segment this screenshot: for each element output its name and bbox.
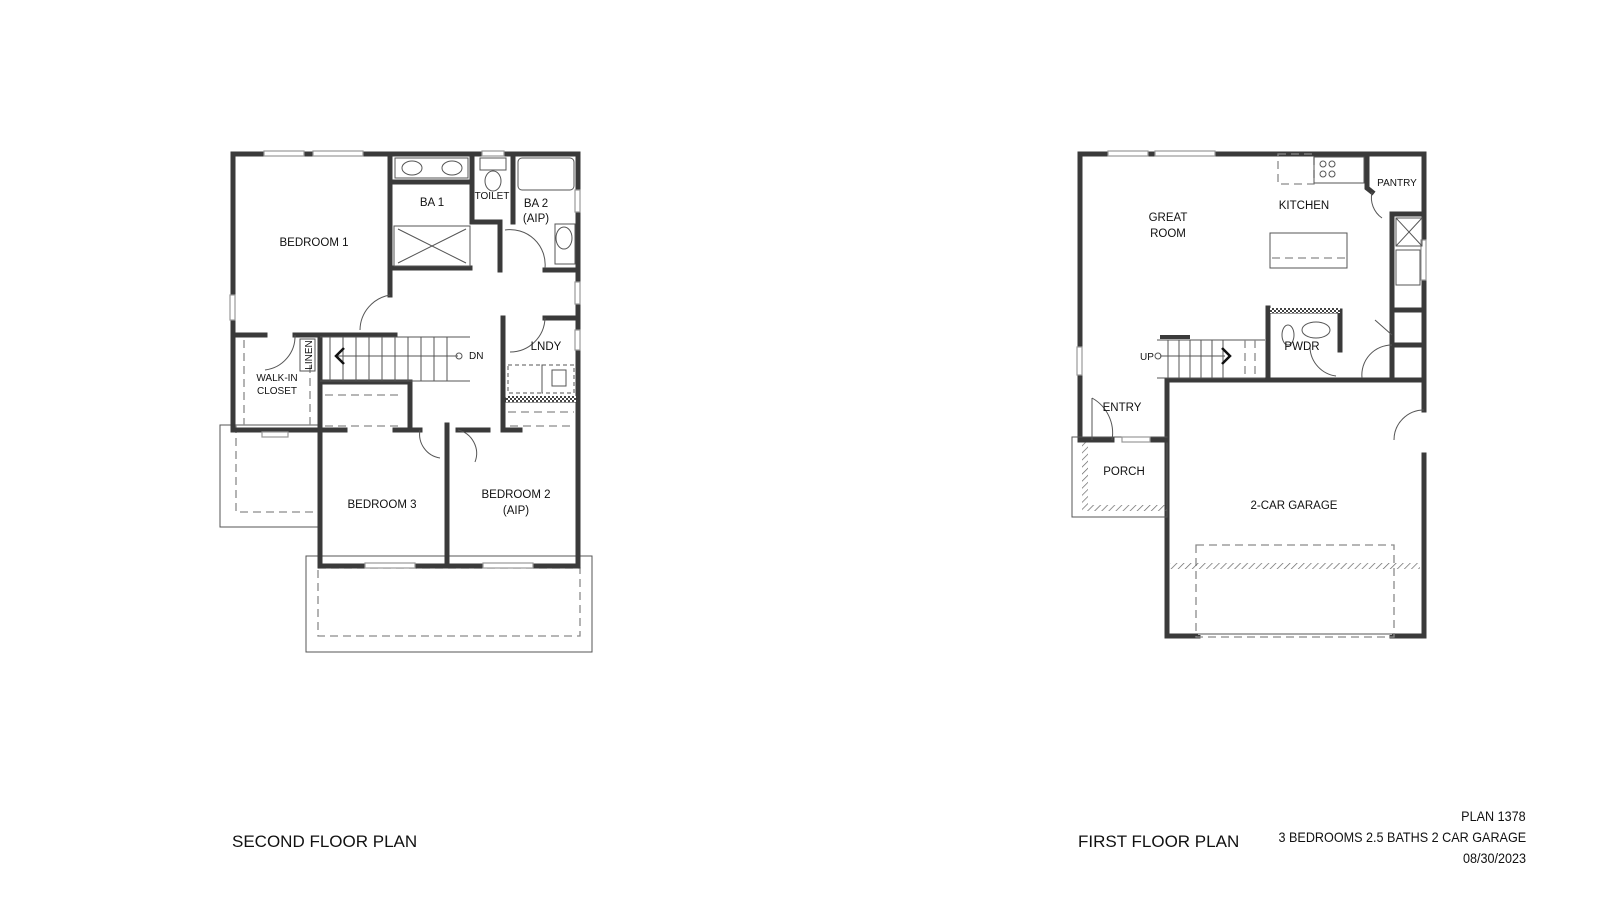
label-ba-2: BA 2 <box>524 198 548 210</box>
label-laundry: LNDY <box>531 341 562 353</box>
label-ba-2-aip: (AIP) <box>523 213 549 225</box>
label-entry: ENTRY <box>1103 402 1142 414</box>
label-porch: PORCH <box>1103 466 1145 478</box>
laundry-fixtures <box>506 364 576 402</box>
stairs-first-floor <box>1154 335 1265 379</box>
porch <box>1071 436 1170 518</box>
stairs-second-floor <box>320 336 470 382</box>
bath1-fixtures <box>393 157 576 267</box>
label-bedroom-2: BEDROOM 2 <box>481 489 550 501</box>
label-toilet: TOILET <box>475 191 510 202</box>
label-powder-room: PWDR <box>1284 341 1319 353</box>
doors-second-floor <box>264 229 546 463</box>
powder-room <box>1265 305 1343 383</box>
label-bedroom-2-aip: (AIP) <box>503 505 529 517</box>
plan-summary: 3 BEDROOMS 2.5 BATHS 2 CAR GARAGE <box>1278 829 1526 845</box>
label-stair-down: DN <box>469 351 483 362</box>
kitchen-fixtures <box>1269 151 1427 308</box>
first-floor-plan: GREAT ROOM KITCHEN PANTRY PWDR UP ENTRY … <box>1071 150 1427 639</box>
label-kitchen: KITCHEN <box>1279 200 1329 212</box>
label-pantry: PANTRY <box>1377 178 1417 189</box>
second-floor-plan: BEDROOM 1 BA 1 TOILET BA 2 (AIP) LNDY WA… <box>219 150 593 653</box>
plan-name: PLAN 1378 <box>1461 808 1526 824</box>
plan-date: 08/30/2023 <box>1462 850 1526 866</box>
label-bedroom-1: BEDROOM 1 <box>279 237 348 249</box>
label-bedroom-3: BEDROOM 3 <box>347 499 416 511</box>
label-ba-1: BA 1 <box>420 197 444 209</box>
label-garage: 2-CAR GARAGE <box>1251 500 1338 512</box>
label-great-room-2: ROOM <box>1150 228 1186 240</box>
label-stair-up: UP <box>1140 352 1154 363</box>
garage-door <box>1170 544 1420 638</box>
label-linen: LINEN <box>304 340 315 369</box>
second-floor-title: SECOND FLOOR PLAN <box>232 832 418 851</box>
label-closet: CLOSET <box>257 386 297 397</box>
label-great-room: GREAT <box>1149 212 1188 224</box>
first-floor-title: FIRST FLOOR PLAN <box>1078 832 1240 851</box>
deck-outline <box>219 424 593 653</box>
label-walk-in: WALK-IN <box>256 373 297 384</box>
